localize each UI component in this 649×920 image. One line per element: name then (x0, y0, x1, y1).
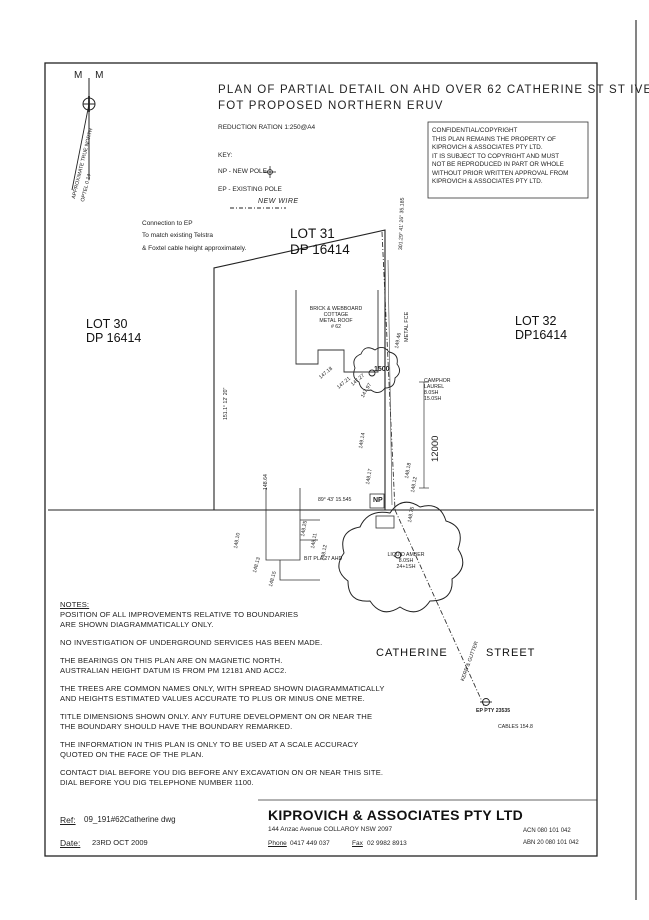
street-name-2: STREET (486, 647, 536, 659)
note-line: QUOTED ON THE FACE OF THE PLAN. (60, 750, 204, 759)
copyright-line: KIPROVICH & ASSOCIATES PTY LTD. (432, 178, 543, 185)
key-new-pole: NP - NEW POLE (218, 168, 268, 175)
cottage-line: BRICK & WEBBOARD (309, 306, 363, 312)
note-line: THE INFORMATION IN THIS PLAN IS ONLY TO … (60, 740, 359, 749)
copyright-line: KIPROVICH & ASSOCIATES PTY LTD. (432, 144, 543, 151)
cottage-outline (295, 290, 379, 373)
copyright-line: IT IS SUBJECT TO COPYRIGHT AND MUST (432, 152, 560, 160)
connection-note-2: To match existing Telstra (142, 232, 214, 239)
lot30-name: LOT 30 (86, 317, 128, 331)
ep-label: EP PTY 23535 (476, 708, 511, 714)
camphor-label: CAMPHOR LAUREL 8.0SH 15.0SH (424, 378, 451, 402)
street-name-1: CATHERINE (376, 647, 448, 659)
phone-number: 0417 449 037 (290, 840, 330, 847)
ref-label: Ref: (60, 815, 76, 825)
bearing-main: 89° 43' 15.545 (318, 497, 352, 503)
camphor-line: 8.0SH (424, 390, 439, 396)
note-line: THE BEARINGS ON THIS PLAN ARE ON MAGNETI… (60, 656, 283, 665)
camphor-laurel-tree (353, 347, 400, 393)
note-line: THE TREES ARE COMMON NAMES ONLY, WITH SP… (60, 684, 385, 693)
camphor-line: CAMPHOR (424, 378, 451, 384)
company-address: 144 Anzac Avenue COLLAROY NSW 2097 (268, 826, 393, 833)
notes-heading: NOTES: (60, 600, 90, 609)
metal-fence-label: METAL FCE (404, 311, 410, 342)
cottage-line: COTTAGE (323, 312, 349, 318)
note-line: THE BOUNDARY SHOULD HAVE THE BOUNDARY RE… (60, 722, 293, 731)
amber-line: 8.0SH (398, 558, 414, 564)
existing-pole-icon (480, 698, 492, 706)
plan-title-line2: FOT PROPOSED NORTHERN ERUV (218, 100, 444, 112)
cables-label: CABLES 154.8 (498, 724, 533, 730)
note-line: POSITION OF ALL IMPROVEMENTS RELATIVE TO… (60, 610, 299, 619)
plan-title-line1: PLAN OF PARTIAL DETAIL ON AHD OVER 62 CA… (218, 84, 649, 96)
note-line: AND HEIGHTS ESTIMATED VALUES ACCURATE TO… (60, 694, 365, 703)
ref-value: 09_191#62Catherine dwg (84, 815, 176, 824)
note-line: TITLE DIMENSIONS SHOWN ONLY. ANY FUTURE … (60, 712, 373, 721)
notes-section: NOTES: POSITION OF ALL IMPROVEMENTS RELA… (60, 600, 440, 788)
key-new-wire: NEW WIRE (258, 198, 299, 205)
fax-number: 02 9982 8913 (367, 840, 407, 847)
north-arrow-icon (71, 78, 96, 191)
lot-boundaries (48, 229, 594, 511)
lot31-dp: DP 16414 (290, 242, 350, 257)
company-name: KIPROVICH & ASSOCIATES PTY LTD (268, 807, 524, 823)
note-line: CONTACT DIAL BEFORE YOU DIG BEFORE ANY E… (60, 768, 384, 777)
note-line: ARE SHOWN DIAGRAMMATICALLY ONLY. (60, 620, 214, 629)
key-existing-pole: EP - EXISTING POLE (218, 186, 282, 193)
copyright-box (427, 121, 589, 199)
date-label: Date: (60, 838, 81, 848)
key-heading: KEY: (218, 152, 233, 159)
lot30-dp: DP 16414 (86, 331, 142, 345)
lot32-name: LOT 32 (515, 314, 557, 328)
kerb-structures (265, 488, 395, 581)
abn: ABN 20 080 101 042 (523, 840, 579, 846)
copyright-heading: CONFIDENTIAL/COPYRIGHT (432, 127, 518, 134)
new-pole-label: NP (373, 497, 383, 504)
copyright-line: THIS PLAN REMAINS THE PROPERTY OF (432, 135, 556, 143)
fax-label: Fax (352, 840, 363, 847)
connection-note-3: & Foxtel cable height approximately. (142, 245, 247, 252)
date-value: 23RD OCT 2009 (92, 838, 148, 847)
phone-label: Phone (268, 840, 287, 847)
liquid-amber-label: LIQUID AMBER 8.0SH 24+1SH (378, 552, 434, 570)
amber-line: LIQUID AMBER (387, 552, 425, 558)
copyright-notice: CONFIDENTIAL/COPYRIGHT THIS PLAN REMAINS… (432, 127, 568, 187)
bearing-side: 151.1° 12' 20" (223, 387, 229, 420)
reduction-ratio: REDUCTION RATION 1:250@A4 (218, 124, 316, 131)
new-pole-symbol-icon (264, 166, 276, 178)
bit-label: BIT PLA 27 AHD (304, 556, 343, 562)
copyright-line: WITHOUT PRIOR WRITTEN APPROVAL FROM (432, 169, 569, 177)
copyright-line: NOT BE REPRODUCED IN PART OR WHOLE (432, 161, 564, 168)
dim-12000: 12000 (430, 435, 441, 462)
new-wire-line (381, 231, 396, 511)
cottage-label: BRICK & WEBBOARD COTTAGE METAL ROOF # 62 (304, 306, 368, 330)
connection-note-1: Connection to EP (142, 220, 193, 227)
camphor-line: 15.0SH (424, 396, 442, 402)
cottage-line: # 62 (330, 324, 342, 330)
camphor-line: LAUREL (424, 384, 445, 390)
new-wire-street (394, 509, 486, 709)
acn: ACN 080 101 042 (523, 828, 571, 834)
pole-offset-1500: 1500 (374, 366, 390, 373)
lot32-dp: DP16414 (515, 328, 568, 342)
amber-line: 24+1SH (396, 564, 416, 570)
lot31-name: LOT 31 (290, 226, 335, 241)
cottage-line: METAL ROOF (319, 318, 353, 324)
note-line: DIAL BEFORE YOU DIG TELEPHONE NUMBER 110… (60, 778, 254, 787)
plan-border (44, 62, 598, 857)
spot-level: 148.64 (263, 474, 269, 490)
north-arrow-label: M M (74, 70, 109, 81)
metal-fence-line (387, 259, 393, 506)
note-line: AUSTRALIAN HEIGHT DATUM IS FROM PM 12181… (60, 666, 287, 675)
note-line: NO INVESTIGATION OF UNDERGROUND SERVICES… (60, 638, 323, 647)
liquid-amber-tree (338, 501, 464, 613)
